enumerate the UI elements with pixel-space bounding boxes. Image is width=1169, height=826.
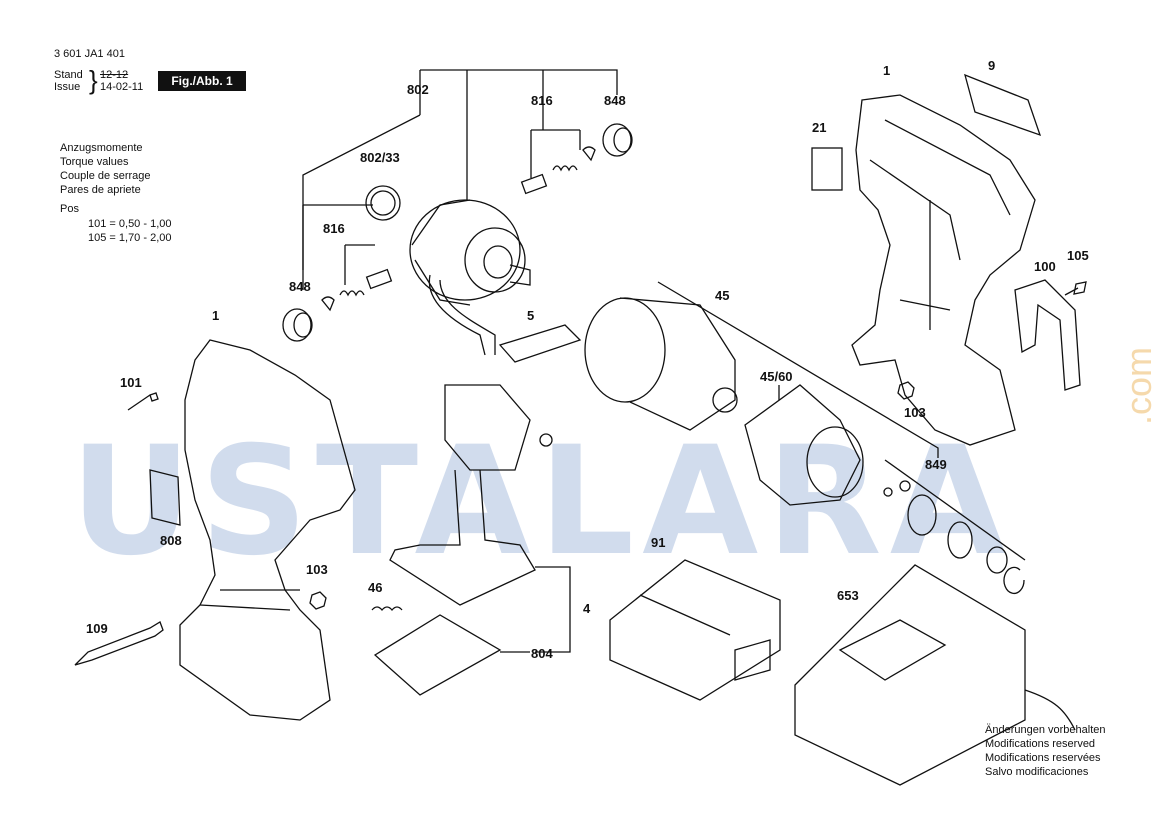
callout-802: 802	[407, 82, 429, 97]
stand-label: Stand	[54, 69, 83, 81]
torque-row: 105 = 1,70 - 2,00	[88, 232, 172, 244]
callout-816-top: 816	[531, 93, 553, 108]
battery-91	[609, 559, 781, 701]
torque-line: Anzugsmomente	[60, 142, 143, 154]
housing-right	[851, 94, 1036, 446]
figure-badge: Fig./Abb. 1	[158, 71, 246, 91]
cap-848-top	[602, 123, 632, 157]
callout-802-33: 802/33	[360, 150, 400, 165]
nut-103-left	[309, 591, 327, 610]
stand-value: 12-12	[100, 69, 129, 81]
callout-21: 21	[812, 120, 827, 135]
footer-note: Änderungen vorbehalten	[985, 724, 1106, 736]
callout-46: 46	[368, 580, 383, 595]
callout-91: 91	[651, 535, 666, 550]
callout-45: 45	[715, 288, 730, 303]
bracket-816-top	[530, 70, 581, 178]
callout-804: 804	[531, 646, 553, 661]
plate-5	[498, 324, 582, 363]
callout-1-top: 1	[883, 63, 891, 78]
cap-848-left	[282, 308, 312, 342]
issue-label: Issue	[54, 81, 81, 93]
collar-849	[907, 494, 937, 536]
bracket-4	[535, 566, 571, 653]
torque-row: 101 = 0,50 - 1,00	[88, 218, 172, 230]
callout-105: 105	[1067, 248, 1089, 263]
label-plate-9	[964, 73, 1042, 137]
torque-line: Torque values	[60, 156, 129, 168]
nut-103-right	[897, 381, 915, 400]
callout-849: 849	[925, 457, 947, 472]
torque-line: Pares de apriete	[60, 184, 141, 196]
doc-number: 3 601 JA1 401	[54, 48, 125, 60]
callout-5: 5	[527, 308, 535, 323]
bracket-45	[657, 281, 939, 458]
callout-816-left: 816	[323, 221, 345, 236]
callout-100: 100	[1034, 259, 1056, 274]
sleeve-45-60	[744, 384, 861, 506]
footer-note: Modifications reserved	[985, 738, 1096, 750]
callout-103-left: 103	[306, 562, 328, 577]
callout-4: 4	[583, 601, 591, 616]
torque-line: Couple de serrage	[60, 170, 151, 182]
plate-804	[373, 614, 502, 696]
label-plate-21	[811, 147, 843, 191]
footer-note: Salvo modificaciones	[985, 766, 1089, 778]
callout-101: 101	[120, 375, 142, 390]
motor-body	[409, 199, 521, 301]
footer-note: Modifications reservées	[985, 752, 1101, 764]
gear-housing-45	[584, 297, 666, 403]
o-ring-802-33	[365, 185, 401, 221]
pos-label: Pos	[60, 203, 79, 215]
callout-848-left: 848	[289, 279, 311, 294]
callout-45-60: 45/60	[760, 369, 793, 384]
callout-103-right: 103	[904, 405, 926, 420]
spring-46	[371, 606, 403, 612]
screw-101	[127, 392, 159, 411]
screw-105	[1064, 281, 1087, 296]
callout-1-left: 1	[212, 308, 220, 323]
bracket-802	[302, 69, 618, 270]
charger-653	[794, 564, 1026, 786]
belt-clip-100	[1014, 279, 1081, 391]
watermark-text: USTALARA	[70, 415, 1014, 589]
callout-109: 109	[86, 621, 108, 636]
issue-value: 14-02-11	[100, 81, 144, 93]
housing-left	[179, 339, 356, 721]
callout-9: 9	[988, 58, 996, 73]
callout-848-top: 848	[604, 93, 626, 108]
bracket-816-left	[302, 204, 375, 290]
callout-653: 653	[837, 588, 859, 603]
label-plate-808	[149, 469, 181, 526]
bit-109	[74, 621, 164, 666]
brace-glyph: }	[89, 65, 98, 95]
switch-module	[444, 384, 531, 471]
callout-808: 808	[160, 533, 182, 548]
